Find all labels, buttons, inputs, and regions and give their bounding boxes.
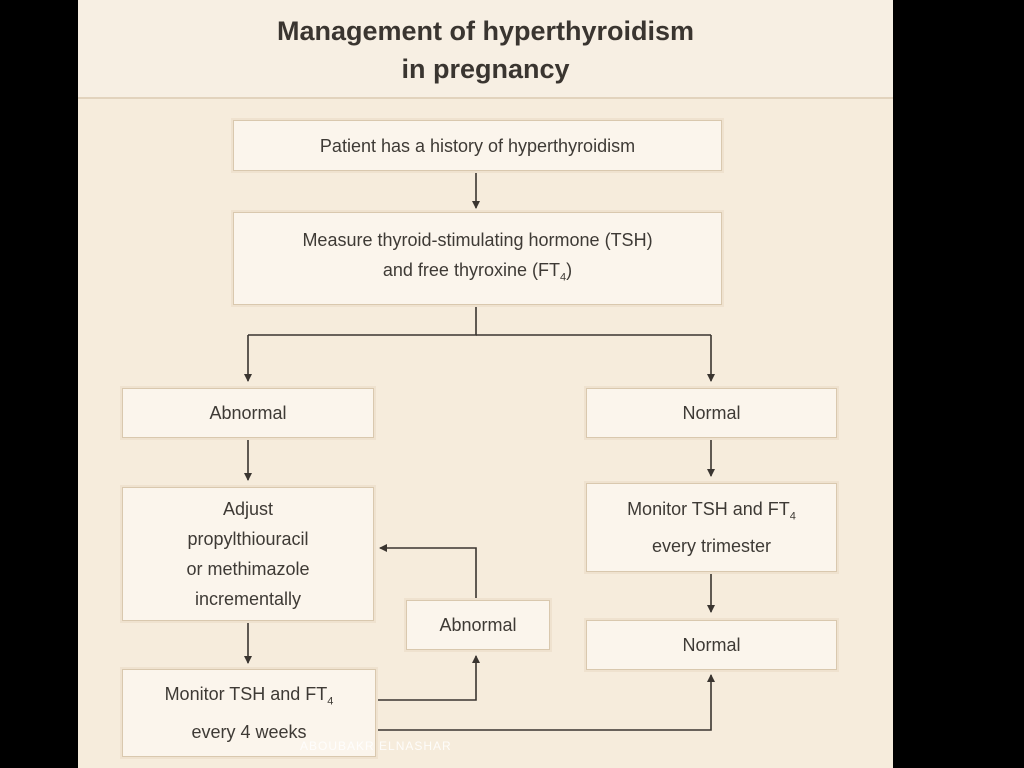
slide: Management of hyperthyroidism in pregnan… — [78, 0, 893, 768]
box-normal-bottom: Normal — [586, 620, 837, 670]
watermark: ABOUBAKR ELNASHAR — [300, 739, 452, 753]
connector-measure-split — [248, 305, 477, 336]
box-abnormal-left: Abnormal — [122, 388, 374, 438]
box-normal-right-text: Normal — [682, 403, 741, 423]
measure-line-2: and free thyroxine (FT4) — [382, 259, 573, 284]
title-line-1: Management of hyperthyroidism — [276, 16, 695, 46]
box-monitor-4weeks: Monitor TSH and FT4 every 4 weeks — [122, 669, 376, 757]
arrow-monitor-4weeks-to-normal — [376, 674, 715, 731]
adjust-line-4: incrementally — [194, 589, 302, 609]
slide-title: Management of hyperthyroidism in pregnan… — [78, 12, 893, 88]
box-abnormal-left-text: Abnormal — [209, 403, 287, 423]
slide-header: Management of hyperthyroidism in pregnan… — [78, 0, 893, 99]
box-normal-right: Normal — [586, 388, 837, 438]
arrow-abnormal-mid-to-adjust — [379, 544, 477, 599]
box-abnormal-mid-text: Abnormal — [439, 615, 517, 635]
monitor-trimester-line-2: every trimester — [651, 536, 771, 557]
adjust-line-2: propylthiouracil — [187, 529, 309, 549]
box-history-text: Patient has a history of hyperthyroidism — [319, 135, 636, 156]
arrow-monitor-4weeks-to-abnormal-mid — [376, 655, 480, 701]
box-history: Patient has a history of hyperthyroidism — [233, 120, 722, 171]
box-abnormal-mid: Abnormal — [406, 600, 550, 650]
box-adjust-medication: Adjust propylthiouracil or methimazole i… — [122, 487, 374, 621]
box-measure-tsh-ft4: Measure thyroid-stimulating hormone (TSH… — [233, 212, 722, 305]
adjust-line-1: Adjust — [222, 499, 273, 519]
box-normal-bottom-text: Normal — [682, 635, 741, 655]
monitor-trimester-line-1: Monitor TSH and FT4 — [627, 498, 796, 523]
box-monitor-trimester: Monitor TSH and FT4 every trimester — [586, 483, 837, 572]
measure-line-1: Measure thyroid-stimulating hormone (TSH… — [302, 229, 653, 250]
monitor-4weeks-line-2: every 4 weeks — [191, 721, 307, 742]
adjust-line-3: or methimazole — [186, 559, 310, 579]
monitor-4weeks-line-1: Monitor TSH and FT4 — [164, 684, 334, 708]
title-line-2: in pregnancy — [401, 54, 570, 84]
